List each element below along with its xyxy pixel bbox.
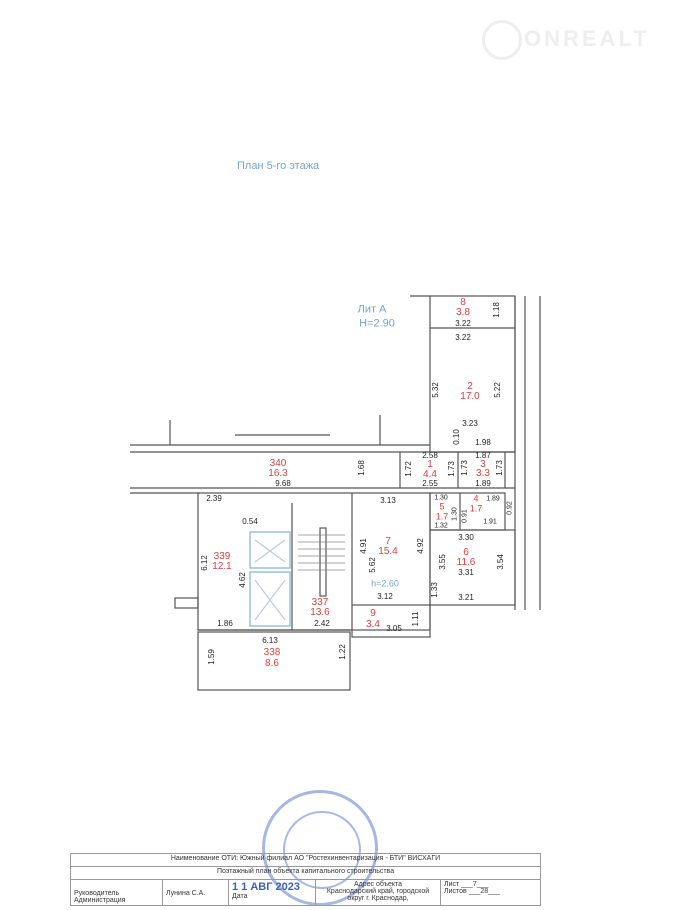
dimension: 3.55 (438, 554, 447, 570)
name-cell: Лунина С.А. (162, 879, 229, 906)
dimension: 1.30 (451, 507, 459, 521)
dimension: 3.31 (458, 568, 474, 577)
dimension: 3.22 (455, 333, 471, 342)
role-label: Руководитель (74, 890, 120, 897)
sheet-cell: Лист ___7___Листов ___28___ (439, 879, 542, 906)
room-area: 3.4 (366, 619, 380, 630)
dimension: 2.39 (206, 494, 222, 503)
dimension: 3.13 (380, 496, 396, 505)
dimension: 1.33 (430, 582, 439, 598)
sheets-value: 28 (480, 888, 489, 895)
room-number: 5 (439, 501, 445, 512)
dimension: 1.59 (207, 649, 216, 665)
dimension: 1.68 (357, 460, 366, 476)
dimension: 0.54 (242, 517, 258, 526)
room-area: 11.6 (456, 557, 476, 568)
date-stamp: 1 1 АВГ 2023 (232, 881, 300, 893)
plan-title: План 5-го этажа (237, 160, 320, 172)
height-label: H=2.90 (359, 317, 395, 330)
room-number: 3 (480, 459, 486, 470)
room-number: 6 (463, 547, 469, 558)
dimension: 0.10 (452, 429, 461, 445)
dimension: 1.89 (486, 495, 500, 503)
wall-rooms-8-2 (429, 295, 516, 453)
sheet-value: 7 (472, 881, 477, 888)
dimension: 3.21 (458, 593, 474, 602)
room-number: 4 (473, 493, 479, 504)
dimension: 3.12 (377, 592, 393, 601)
sheets-label: Листов (444, 888, 467, 895)
room-number: 339 (213, 551, 231, 562)
dimension: 2.58 (422, 451, 438, 460)
dimension: 1.89 (475, 479, 491, 488)
dimension: 1.32 (434, 522, 448, 530)
dimension: 3.22 (455, 319, 471, 328)
room-number: 340 (269, 458, 287, 469)
dimension: 3.30 (458, 533, 474, 542)
room7-height-label: h=2.60 (371, 578, 399, 589)
room-area: 15.4 (378, 546, 398, 557)
room-area: 3.8 (456, 307, 470, 318)
address-value: Краснодарский край, городской округ г. К… (326, 888, 430, 902)
room-area: 8.6 (265, 658, 279, 669)
room-number: 1 (427, 459, 433, 470)
dimension: 1.11 (411, 611, 420, 627)
dimension: 3.05 (386, 624, 402, 633)
watermark-logo: ONREALT (482, 20, 682, 62)
dimension: 6.13 (262, 636, 278, 645)
room-number: 337 (311, 597, 329, 608)
room-area: 1.7 (469, 503, 483, 514)
dimension: 9.68 (275, 479, 291, 488)
role2-label: Администрация (74, 897, 126, 904)
dimension: 1.30 (434, 494, 448, 502)
room-area: 12.1 (212, 561, 232, 572)
date-label: Дата (232, 893, 248, 900)
room-number: 9 (370, 608, 376, 619)
room-area: 13.6 (310, 607, 330, 618)
oti-name: Наименование ОТИ: Южный филиал АО "Росте… (69, 853, 542, 867)
room-area: 16.3 (268, 468, 288, 479)
dimension: 4.91 (359, 538, 368, 554)
dimension: 1.73 (447, 461, 456, 477)
dimension: 3.23 (462, 419, 478, 428)
dimension: 0.92 (506, 501, 514, 515)
dimension: 1.73 (460, 460, 469, 476)
lit-label: Лит А (357, 303, 387, 316)
room-number: 338 (263, 647, 281, 658)
dimension: 4.62 (238, 572, 247, 588)
dimension: 4.92 (416, 538, 425, 554)
watermark-text: ONREALT (524, 26, 650, 51)
dimension: 1.91 (483, 518, 497, 526)
room-number: 2 (467, 381, 473, 392)
dimension: 1.73 (495, 460, 504, 476)
title-block-table: Наименование ОТИ: Южный филиал АО "Росте… (69, 853, 542, 906)
dimension: 3.54 (496, 554, 505, 570)
dimension: 2.55 (422, 479, 438, 488)
room-number: 7 (385, 536, 391, 547)
dimension: 1.22 (338, 644, 347, 660)
dimension: 5.62 (368, 557, 377, 573)
house-pin-icon (482, 20, 522, 60)
sheet-label: Лист (444, 881, 460, 888)
dimension: 0.91 (461, 509, 469, 523)
room-number: 8 (460, 297, 466, 308)
document-name: Поэтажный план объекта капитального стро… (69, 866, 542, 880)
dimension: 1.72 (404, 461, 413, 477)
room-area: 3.3 (476, 468, 490, 479)
dimension: 2.42 (314, 619, 330, 628)
room-area: 4.4 (423, 469, 437, 480)
dimension: 1.18 (492, 302, 501, 318)
dimension: 1.98 (475, 438, 491, 447)
dimension: 1.86 (217, 619, 233, 628)
dimension: 1.87 (475, 451, 491, 460)
dimension: 6.12 (200, 555, 209, 571)
address-label: Адрес объекта (353, 881, 403, 888)
room-area: 17.0 (460, 391, 480, 402)
room-area: 1.7 (435, 511, 449, 522)
dimension: 5.32 (431, 382, 440, 398)
dimension: 5.22 (493, 382, 502, 398)
